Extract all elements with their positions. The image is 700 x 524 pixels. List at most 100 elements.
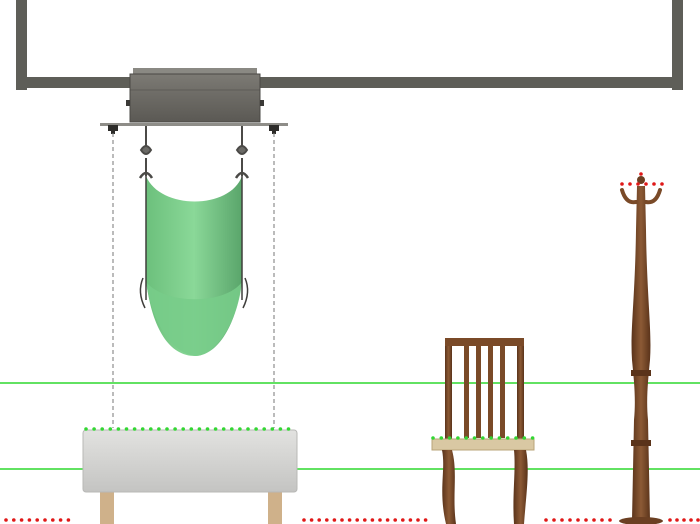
chair-leg-left bbox=[442, 450, 456, 524]
marker-dot bbox=[620, 182, 624, 186]
marker-dot bbox=[464, 436, 469, 440]
hoist-top-plate bbox=[133, 68, 257, 76]
marker-dot bbox=[505, 436, 510, 440]
marker-dot bbox=[600, 518, 604, 522]
patient-sling[interactable] bbox=[139, 176, 249, 356]
marker-dot bbox=[522, 436, 527, 440]
marker-dot bbox=[378, 518, 382, 522]
marker-dot bbox=[254, 427, 258, 431]
coat-stand[interactable] bbox=[619, 176, 663, 524]
marker-dot bbox=[325, 518, 329, 522]
coat-stand-pole bbox=[631, 186, 651, 520]
marker-dot bbox=[560, 518, 564, 522]
floor-markers-mid bbox=[302, 518, 428, 522]
padded-bench[interactable] bbox=[82, 429, 298, 524]
marker-dot bbox=[423, 518, 428, 522]
bench-top-markers bbox=[84, 427, 291, 431]
coat-stand-top-markers bbox=[620, 182, 664, 186]
marker-dots bbox=[4, 172, 700, 522]
bench-leg-left bbox=[100, 490, 114, 524]
marker-dot bbox=[347, 518, 352, 522]
chair-seat-markers bbox=[431, 436, 535, 440]
marker-dot bbox=[472, 436, 477, 440]
marker-dot bbox=[140, 427, 145, 431]
marker-dot bbox=[497, 436, 502, 440]
marker-dot bbox=[51, 518, 55, 522]
marker-dot bbox=[552, 518, 556, 522]
marker-dot bbox=[230, 427, 234, 431]
marker-dot bbox=[197, 427, 202, 431]
marker-dot bbox=[489, 436, 493, 440]
sling-straps bbox=[138, 126, 250, 179]
marker-dot bbox=[668, 518, 672, 522]
marker-dot bbox=[84, 427, 88, 431]
marker-dot bbox=[286, 427, 291, 431]
marker-dot bbox=[628, 182, 632, 186]
chair-seat bbox=[431, 438, 535, 451]
marker-dot bbox=[332, 518, 337, 522]
marker-dot bbox=[408, 518, 413, 522]
marker-dot bbox=[173, 427, 177, 431]
marker-dot bbox=[189, 427, 194, 431]
marker-dot bbox=[221, 427, 226, 431]
coat-stand-base bbox=[619, 517, 663, 524]
marker-dot bbox=[401, 518, 405, 522]
coat-stand-finial-marker bbox=[639, 172, 643, 176]
chair-back-post-left bbox=[445, 338, 452, 442]
marker-dot bbox=[262, 427, 267, 431]
marker-dot bbox=[302, 518, 306, 522]
marker-dot bbox=[514, 436, 518, 440]
marker-dot bbox=[660, 182, 664, 186]
marker-dot bbox=[363, 518, 367, 522]
marker-dot bbox=[238, 427, 242, 431]
marker-dot bbox=[181, 427, 185, 431]
marker-dot bbox=[124, 427, 129, 431]
right-knob-icon bbox=[269, 125, 279, 134]
marker-dot bbox=[530, 436, 535, 440]
marker-dot bbox=[205, 427, 210, 431]
marker-dot bbox=[43, 518, 47, 522]
marker-dot bbox=[652, 182, 656, 186]
marker-dot bbox=[385, 518, 390, 522]
marker-dot bbox=[165, 427, 169, 431]
hoist-bottom-bar bbox=[100, 123, 288, 126]
marker-dot bbox=[592, 518, 596, 522]
marker-dot bbox=[317, 518, 322, 522]
marker-dot bbox=[675, 518, 679, 522]
frame-left-post bbox=[16, 0, 27, 90]
frame-right-post bbox=[672, 0, 683, 90]
marker-dot bbox=[132, 427, 137, 431]
marker-dot bbox=[157, 427, 161, 431]
marker-dot bbox=[696, 518, 700, 522]
marker-dot bbox=[108, 427, 113, 431]
marker-dot bbox=[682, 518, 686, 522]
marker-dot bbox=[309, 518, 314, 522]
chair-back-post-right bbox=[517, 338, 524, 442]
marker-dot bbox=[568, 518, 572, 522]
wooden-chair[interactable] bbox=[431, 338, 535, 524]
chair-back-top-rail bbox=[445, 338, 524, 346]
hoist-motor-unit[interactable] bbox=[100, 68, 288, 134]
coat-stand-finial bbox=[637, 176, 645, 184]
marker-dot bbox=[92, 427, 96, 431]
marker-dot bbox=[608, 518, 612, 522]
marker-dot bbox=[393, 518, 398, 522]
marker-dot bbox=[340, 518, 344, 522]
marker-dot bbox=[35, 518, 39, 522]
marker-dot bbox=[213, 427, 218, 431]
marker-dot bbox=[447, 436, 452, 440]
marker-dot bbox=[149, 427, 153, 431]
marker-dot bbox=[416, 518, 420, 522]
marker-dot bbox=[576, 518, 580, 522]
floor-markers-far-right bbox=[668, 518, 700, 522]
marker-dot bbox=[58, 518, 63, 522]
chair-leg-right bbox=[513, 450, 528, 524]
marker-dot bbox=[116, 427, 121, 431]
bench-cushion bbox=[82, 429, 298, 493]
marker-dot bbox=[278, 427, 283, 431]
frame-crossbar bbox=[16, 77, 683, 88]
marker-dot bbox=[4, 518, 8, 522]
marker-dot bbox=[481, 436, 485, 440]
